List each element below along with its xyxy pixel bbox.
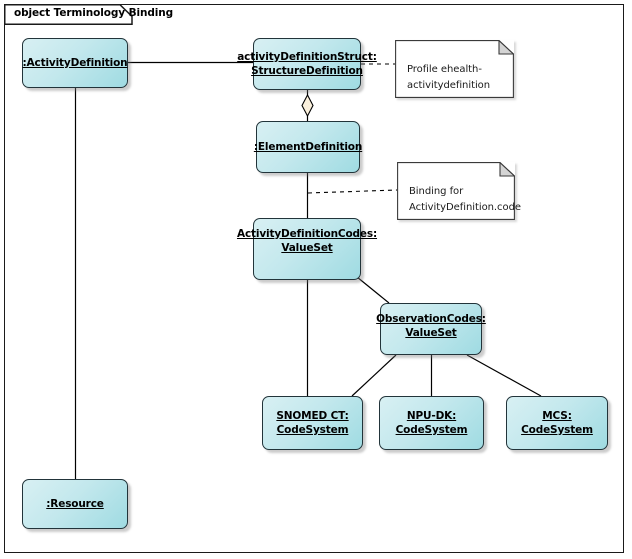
object-node-label: activityDefinitionStruct: StructureDefin… — [233, 50, 381, 78]
object-node-line1: NPU-DK: CodeSystem — [395, 410, 468, 436]
object-node-label: SNOMED CT: CodeSystem — [272, 409, 352, 437]
object-node-line1: ObservationCodes: — [376, 313, 486, 325]
object-node-line1: ActivityDefinitionCodes: — [236, 228, 378, 240]
object-node-snomed-ct[interactable]: SNOMED CT: CodeSystem — [262, 396, 363, 450]
object-node-resource[interactable]: :Resource — [22, 479, 128, 529]
object-node-npu-dk[interactable]: NPU-DK: CodeSystem — [379, 396, 484, 450]
object-node-label: NPU-DK: CodeSystem — [380, 409, 483, 437]
object-node-line1: SNOMED CT: — [276, 410, 349, 422]
note-profile[interactable]: Profile ehealth- activitydefinition — [395, 40, 514, 98]
object-node-label: ObservationCodes: ValueSet — [372, 312, 490, 340]
object-node-activity-definition-codes[interactable]: ActivityDefinitionCodes: ValueSet — [237, 218, 377, 280]
note-binding-line1: Binding for — [409, 186, 464, 197]
object-node-element-definition[interactable]: :ElementDefinition — [254, 121, 362, 173]
object-node-line1: activityDefinitionStruct: — [237, 51, 377, 63]
object-node-line2: CodeSystem — [276, 424, 349, 436]
note-binding-line2: ActivityDefinition.code — [409, 202, 521, 213]
object-node-observation-codes[interactable]: ObservationCodes: ValueSet — [376, 303, 486, 355]
object-node-line1: :ElementDefinition — [253, 141, 363, 153]
object-node-line2: ValueSet — [281, 242, 333, 254]
diagram-frame-tab: object Terminology Binding — [4, 4, 173, 25]
note-binding[interactable]: Binding for ActivityDefinition.code — [397, 162, 521, 220]
object-node-line1: :Resource — [46, 498, 104, 510]
object-node-label: :ElementDefinition — [250, 140, 366, 154]
diagram-frame-label: object Terminology Binding — [14, 7, 174, 19]
object-node-line2: ValueSet — [405, 327, 457, 339]
object-node-mcs[interactable]: MCS: CodeSystem — [506, 396, 608, 450]
object-node-line1: :ActivityDefinition — [22, 57, 128, 69]
object-node-label: :ActivityDefinition — [19, 56, 132, 70]
note-binding-text: Binding for ActivityDefinition.code — [409, 184, 521, 216]
diagram-frame — [4, 4, 624, 553]
object-node-label: ActivityDefinitionCodes: ValueSet — [233, 227, 381, 255]
note-profile-text: Profile ehealth- activitydefinition — [407, 62, 506, 94]
note-profile-line2: activitydefinition — [407, 80, 491, 91]
object-node-activity-definition[interactable]: :ActivityDefinition — [22, 38, 128, 88]
object-node-label: :Resource — [42, 497, 108, 511]
note-profile-line1: Profile ehealth- — [407, 64, 482, 75]
object-node-line1: MCS: CodeSystem — [521, 410, 593, 436]
object-node-activity-definition-struct[interactable]: activityDefinitionStruct: StructureDefin… — [237, 38, 377, 90]
object-node-label: MCS: CodeSystem — [507, 409, 607, 437]
object-node-line2: StructureDefinition — [251, 65, 363, 77]
